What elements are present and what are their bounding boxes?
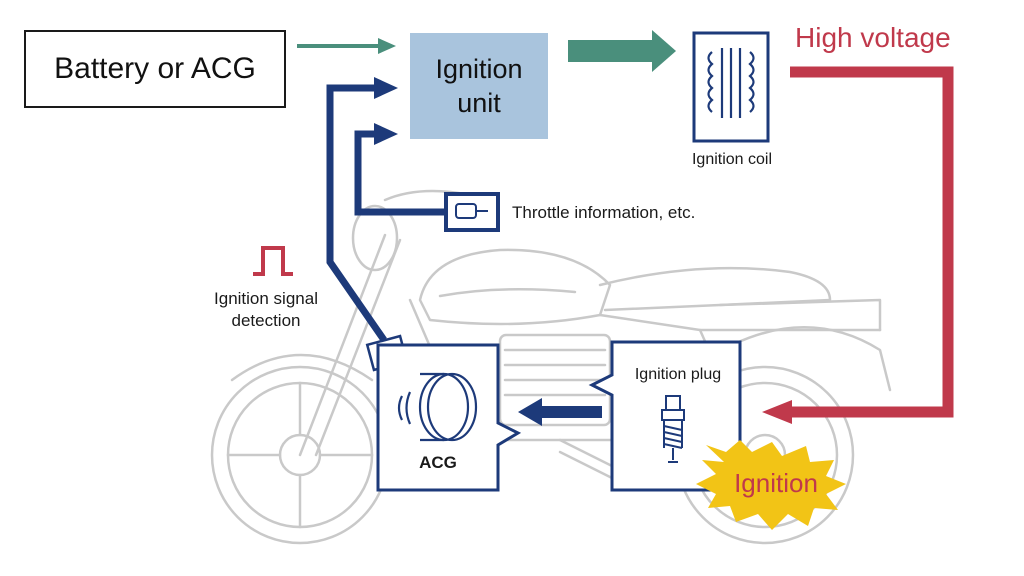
pulse-signal-icon bbox=[253, 246, 293, 276]
high-voltage-label: High voltage bbox=[795, 22, 951, 53]
acg-icon bbox=[397, 372, 478, 442]
plug-to-acg-arrow bbox=[518, 398, 602, 426]
ignition-coil-label: Ignition coil bbox=[691, 151, 773, 168]
throttle-label: Throttle information, etc. bbox=[512, 203, 696, 222]
acg-callout-box bbox=[376, 343, 522, 492]
ignition-unit-label-line1: Ignition bbox=[435, 54, 523, 84]
signal-detection-label: Ignition signal detection bbox=[196, 288, 336, 332]
throttle-sensor-box bbox=[444, 192, 500, 232]
signal-detection-label-line2: detection bbox=[231, 311, 301, 330]
signal-detection-label-line1: Ignition signal bbox=[214, 289, 318, 308]
coil-icon bbox=[707, 48, 755, 118]
acg-label: ACG bbox=[419, 453, 457, 472]
supply-arrow bbox=[297, 38, 396, 54]
unit-to-coil-arrow bbox=[568, 30, 676, 72]
battery-label: Battery or ACG bbox=[54, 52, 256, 85]
signal-arrowhead-2 bbox=[374, 123, 398, 145]
battery-box bbox=[24, 30, 286, 108]
high-voltage-line bbox=[762, 66, 954, 424]
signal-arrowhead-1 bbox=[374, 77, 398, 99]
signal-arrows bbox=[326, 84, 446, 342]
ignition-burst-label: Ignition bbox=[734, 468, 818, 498]
plug-label: Ignition plug bbox=[634, 366, 722, 383]
plug-callout-box bbox=[588, 340, 742, 492]
spark-plug-icon bbox=[661, 395, 685, 463]
ignition-unit-label: Ignition unit bbox=[410, 33, 548, 139]
ignition-unit-label-line2: unit bbox=[457, 88, 501, 118]
ignition-spark-burst bbox=[696, 440, 846, 530]
throttle-sensor-icon bbox=[455, 203, 488, 219]
ignition-unit-box bbox=[410, 33, 548, 139]
